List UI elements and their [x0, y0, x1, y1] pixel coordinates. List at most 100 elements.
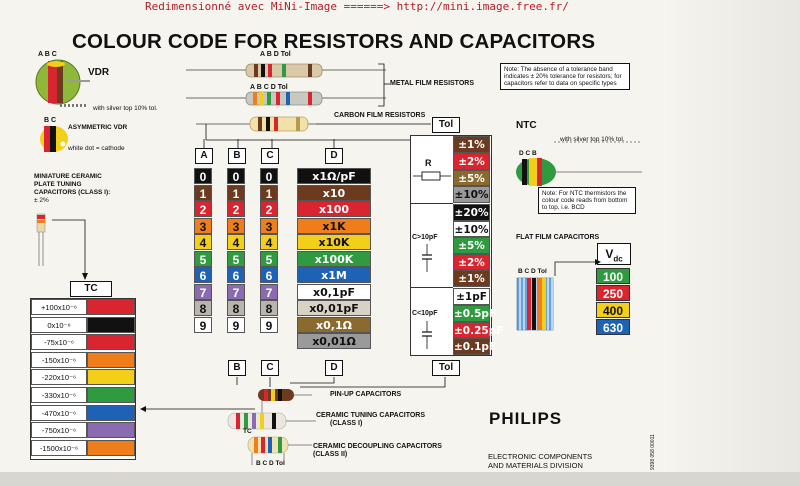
digit-a-6: 6 — [194, 267, 212, 283]
tc-label-7: -750x10⁻⁶ — [31, 422, 87, 439]
tol-c2-section: C<10pF — [411, 288, 453, 355]
vdr-label: VDR — [88, 67, 110, 78]
vdc-header: Vdc — [597, 243, 631, 265]
multiplier-9: x0,1Ω — [297, 316, 371, 333]
digit-a-9: 9 — [194, 316, 212, 333]
capacitor-symbol-icon-2 — [422, 321, 432, 349]
ceramic-label: MINIATURE CERAMIC PLATE TUNING CAPACITOR… — [34, 173, 110, 205]
multiplier-2: x100 — [297, 201, 371, 217]
digit-b-7: 7 — [227, 283, 245, 300]
bottom-b-header: B — [228, 360, 246, 376]
bottom-c-header: C — [261, 360, 279, 376]
tc-swatch-6 — [87, 404, 135, 421]
ceramic-label-l3: CAPACITORS (CLASS I): — [34, 189, 111, 196]
tc-swatch-4 — [87, 369, 135, 386]
column-d-header: D — [325, 148, 343, 164]
tc-label-0: +100x10⁻⁶ — [31, 299, 87, 315]
ntc-note: Note: For NTC thermistors the colour cod… — [538, 187, 636, 214]
digit-b-0: 0 — [227, 168, 245, 184]
tol-c2-2: ±0.25pF — [453, 321, 503, 339]
multiplier-4: x10K — [297, 234, 371, 250]
tuning-l2: (CLASS I) — [330, 420, 363, 427]
division-label: ELECTRONIC COMPONENTS AND MATERIALS DIVI… — [488, 452, 592, 470]
tol-c1-section: C>10pF — [411, 204, 453, 288]
ceramic-capacitor-image — [36, 213, 46, 266]
decoup-l2: (CLASS II) — [313, 451, 348, 458]
digit-c-1: 1 — [260, 184, 278, 201]
column-a-header: A — [195, 148, 213, 164]
digit-c-5: 5 — [260, 250, 278, 267]
carbon-film-label: CARBON FILM RESISTORS — [334, 112, 426, 119]
tol-c2-3: ±0.1pF — [453, 338, 496, 355]
digit-b-4: 4 — [227, 234, 245, 250]
tc-label-3: -150x10⁻⁶ — [31, 351, 87, 368]
capacitor-symbol-icon — [422, 244, 432, 272]
ntc-thermistor-image — [516, 141, 642, 186]
ceramic-label-l2: PLATE TUNING — [34, 181, 82, 188]
digit-b-1: 1 — [227, 184, 245, 201]
ceramic-label-l1: MINIATURE CERAMIC — [34, 173, 102, 180]
multiplier-8: x0,01pF — [297, 300, 371, 316]
digit-a-8: 8 — [194, 300, 212, 316]
tc-header: TC — [70, 281, 112, 297]
digit-b-9: 9 — [227, 316, 245, 333]
tc-label-4: -220x10⁻⁶ — [31, 369, 87, 386]
digit-b-5: 5 — [227, 250, 245, 267]
tol-r-0: ±1% — [453, 136, 490, 153]
tol-c2-1: ±0.5pF — [453, 304, 496, 322]
tuning-tc-label: TC — [243, 428, 252, 435]
decoupling-capacitors-label: CERAMIC DECOUPLING CAPACITORS (CLASS II) — [313, 443, 442, 459]
tol-c1-0: ±20% — [453, 204, 490, 221]
pinup-capacitors-label: PIN-UP CAPACITORS — [330, 391, 402, 398]
multiplier-6: x1M — [297, 267, 371, 283]
vdr-disc-image — [35, 59, 90, 105]
digit-a-2: 2 — [194, 201, 212, 217]
ceramic-tol: ± 2% — [34, 197, 49, 204]
column-c-header: C — [261, 148, 279, 164]
column-b-header: B — [228, 148, 246, 164]
bottom-connector-lines — [140, 377, 446, 465]
tol-r-3: ±10% — [453, 186, 490, 203]
tc-label-8: -1500x10⁻⁶ — [31, 439, 87, 456]
multiplier-3: x1K — [297, 217, 371, 234]
flat-film-capacitor-image — [516, 259, 601, 331]
tc-label-5: -330x10⁻⁶ — [31, 387, 87, 403]
vdr-silver-note: with silver top 10% tol. — [93, 105, 158, 112]
digit-a-7: 7 — [194, 283, 212, 300]
tc-label-6: -470x10⁻⁶ — [31, 404, 87, 421]
tc-swatch-1 — [87, 316, 135, 333]
digit-a-0: 0 — [194, 168, 212, 184]
catalog-code: 9398 058 00011 — [650, 434, 656, 470]
tol-r-label: R — [425, 158, 432, 168]
multiplier-1: x10 — [297, 184, 371, 201]
tc-pointer-line — [52, 219, 88, 280]
tol-c1-3: ±2% — [453, 253, 490, 271]
metal-abdtol-label: A B D Tol — [260, 51, 291, 58]
decoup-l1: CERAMIC DECOUPLING CAPACITORS — [313, 443, 442, 450]
bottom-d-header: D — [325, 360, 343, 376]
metal-film-resistor-images — [186, 63, 386, 106]
carbon-film-resistor-image — [196, 116, 431, 141]
asym-vdr-label: ASYMMETRIC VDR — [68, 124, 128, 131]
division-l2: AND MATERIALS DIVISION — [488, 461, 583, 470]
tol-c2-label: C<10pF — [412, 310, 438, 317]
asym-vdr-bc-label: B C — [44, 117, 57, 124]
vdc-v: V — [605, 247, 614, 261]
multiplier-0: x1Ω/pF — [297, 168, 371, 184]
tol-r-section: R — [411, 136, 453, 204]
digit-b-8: 8 — [227, 300, 245, 316]
tol-r-2: ±5% — [453, 169, 490, 187]
metal-abcdtol-label: A B C D Tol — [250, 84, 288, 91]
tc-swatch-8 — [87, 439, 135, 456]
flat-film-bcdtol: B C D Tol — [518, 268, 547, 275]
vdc-value-0: 100 — [596, 268, 630, 284]
tol-c1-label: C>10pF — [412, 234, 438, 241]
tc-label-2: -75x10⁻⁶ — [31, 334, 87, 351]
tc-swatch-2 — [87, 334, 135, 351]
tol-c1-1: ±10% — [453, 220, 490, 238]
vdc-value-1: 250 — [596, 285, 630, 301]
metal-film-bracket — [378, 63, 390, 107]
digit-c-6: 6 — [260, 267, 278, 283]
